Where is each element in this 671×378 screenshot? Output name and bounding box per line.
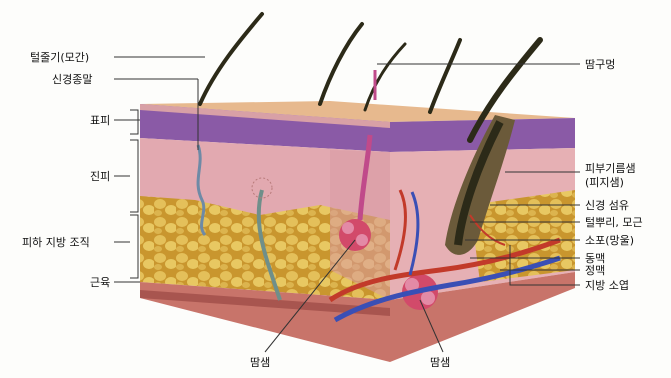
label-vein: 정맥 <box>585 264 605 277</box>
label-nerve-ending: 신경종말 <box>52 73 92 86</box>
label-muscle: 근육 <box>90 276 110 289</box>
label-fat-lobule: 지방 소엽 <box>585 279 629 292</box>
label-nerve-fiber: 신경 섬유 <box>585 199 629 212</box>
label-follicle: 소포(망울) <box>585 234 634 247</box>
sweat-gland-left <box>339 219 371 251</box>
label-sweat-gland-bottom: 땀샘 <box>430 356 450 369</box>
label-sebaceous-gland-alt: (피지샘) <box>585 176 624 189</box>
label-dermis: 진피 <box>90 170 110 183</box>
label-hair-root: 털뿌리, 모근 <box>585 216 643 229</box>
label-hair-shaft: 털줄기(모간) <box>30 51 89 64</box>
label-epidermis: 표피 <box>90 114 110 127</box>
label-sebaceous-gland: 피부기름샘 <box>585 162 636 175</box>
label-sweat-gland-left: 땀샘 <box>250 356 270 369</box>
label-pore: 땀구멍 <box>585 58 615 71</box>
label-hypodermis: 피하 지방 조직 <box>22 235 90 249</box>
